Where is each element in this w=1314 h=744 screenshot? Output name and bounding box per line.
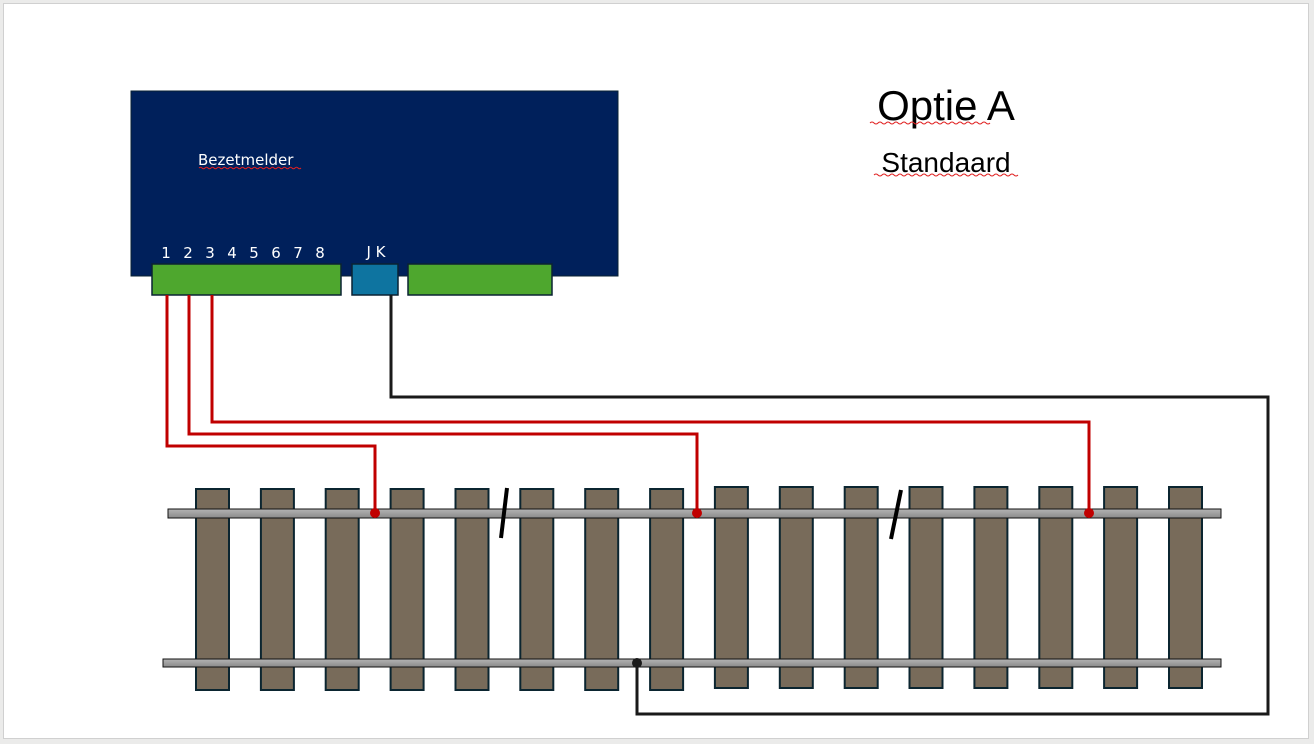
sleeper: [778, 486, 814, 689]
sleeper: [973, 486, 1009, 689]
slide-title: Optie A: [877, 82, 1015, 129]
connector-block-right: [407, 263, 553, 296]
pin-label: 5: [249, 244, 259, 262]
pin-label: 4: [227, 244, 237, 262]
spellcheck-underline: [198, 166, 302, 170]
bottom-rail: [162, 658, 1222, 668]
sleeper: [908, 486, 944, 689]
pin-label: 6: [271, 244, 281, 262]
pin-label: 3: [205, 244, 215, 262]
isolation-gap-marker: [889, 489, 903, 540]
spellcheck-underline: [873, 173, 1019, 177]
sleeper: [1038, 486, 1074, 689]
connector-block-jk: [351, 263, 399, 296]
feedback-wire-pin-2: [187, 295, 699, 513]
common-wire: [389, 295, 1270, 716]
pin-label: 7: [293, 244, 303, 262]
sleeper: [195, 488, 230, 691]
sleeper: [843, 486, 879, 689]
sleeper: [324, 488, 360, 691]
occupancy-detector-label: Bezetmelder: [198, 151, 294, 169]
feedback-wire-pin-1: [165, 295, 377, 513]
sleeper: [519, 488, 555, 691]
sleepers: [195, 486, 1203, 691]
sleeper: [713, 486, 749, 689]
jk-pin-label: J K: [365, 243, 386, 261]
occupancy-detector-body: [130, 90, 619, 277]
isolation-gap-marker: [499, 487, 509, 539]
sleeper: [259, 488, 295, 691]
connector-block-pins-1-8: [151, 263, 342, 296]
sleeper: [1103, 486, 1139, 689]
junction-dot-section-3: [1084, 508, 1094, 518]
sleeper: [649, 488, 685, 691]
spellcheck-underline: [869, 121, 991, 125]
junction-dot-section-2: [692, 508, 702, 518]
pin-label: 2: [183, 244, 193, 262]
sleeper: [1168, 486, 1203, 689]
pin-label: 8: [315, 244, 325, 262]
junction-dot-section-1: [370, 508, 380, 518]
junction-dot-common: [632, 658, 642, 668]
sleeper: [454, 488, 490, 691]
slide-subtitle: Standaard: [881, 147, 1010, 178]
sleeper: [389, 488, 425, 691]
pin-labels: 1 2 3 4 5 6 7 8 J K: [161, 243, 386, 262]
sleeper: [584, 488, 620, 691]
pin-label: 1: [161, 244, 171, 262]
feedback-wire-pin-3: [210, 295, 1091, 513]
